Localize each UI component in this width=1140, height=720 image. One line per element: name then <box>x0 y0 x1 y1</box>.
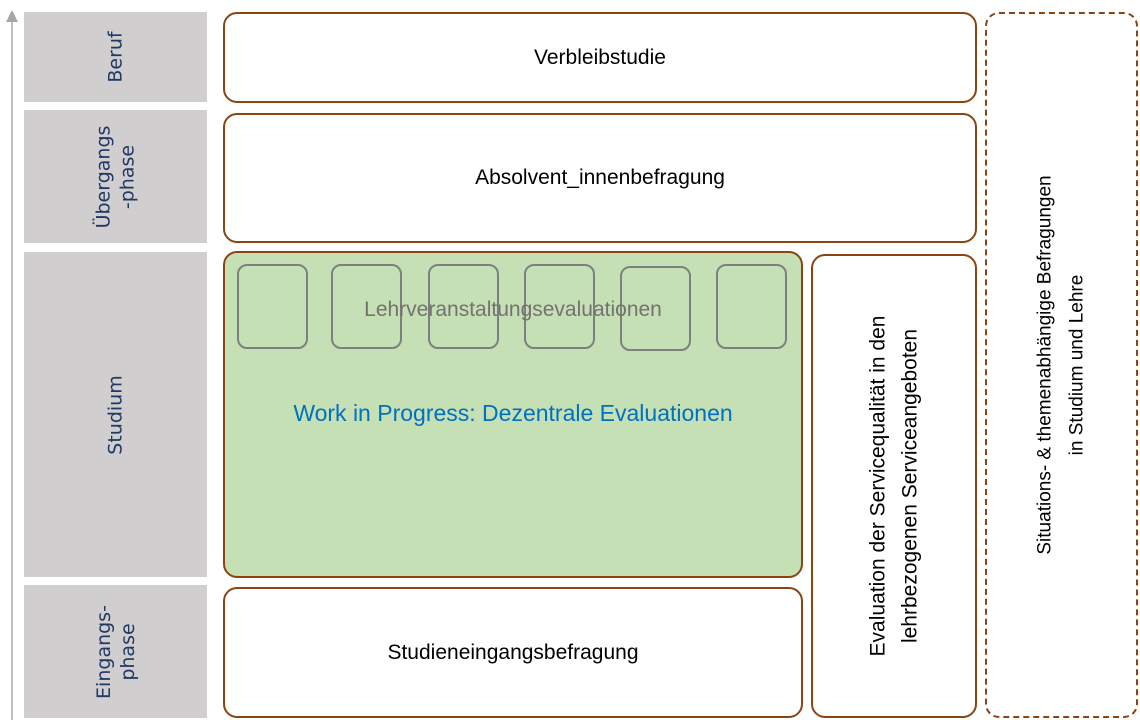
situationsbefragungen-box: Situations- & themenabhängige Befragunge… <box>985 12 1138 718</box>
phase-studium: Studium <box>24 252 207 577</box>
box-label: Studieneingangsbefragung <box>387 640 639 664</box>
box-label: Verbleibstudie <box>534 45 666 69</box>
course-box <box>716 264 787 349</box>
wip-label: Work in Progress: Dezentrale Evaluatione… <box>293 400 733 426</box>
dezentrale-evaluationen-box: Work in Progress: Dezentrale Evaluatione… <box>223 251 803 578</box>
phase-beruf: Beruf <box>24 12 207 102</box>
course-box <box>331 264 402 349</box>
lehrveranstaltung-label: Lehrveranstaltungsevaluationen <box>364 298 662 321</box>
absolvent-box: Absolvent_innenbefragung <box>223 113 977 243</box>
course-box <box>620 266 691 351</box>
verbleibstudie-box: Verbleibstudie <box>223 12 977 103</box>
box-label: Evaluation der Servicequalität in den le… <box>866 315 922 657</box>
time-axis-arrow <box>11 20 13 720</box>
servicequalitaet-box: Evaluation der Servicequalität in den le… <box>811 254 977 718</box>
course-box <box>524 264 595 349</box>
phase-label: Beruf <box>104 31 127 83</box>
arrow-head-icon <box>6 10 18 22</box>
course-box <box>428 264 499 349</box>
course-box <box>237 264 308 349</box>
phase-uebergang: Übergangs -phase <box>24 110 207 243</box>
phase-label: Eingangs- phase <box>92 604 139 699</box>
studieneingang-box: Studieneingangsbefragung <box>223 587 803 718</box>
phase-label: Übergangs -phase <box>92 125 139 228</box>
box-label: Situations- & themenabhängige Befragunge… <box>1034 175 1088 555</box>
phase-label: Studium <box>104 374 127 455</box>
box-label: Absolvent_innenbefragung <box>475 166 725 189</box>
phase-eingang: Eingangs- phase <box>24 585 207 718</box>
